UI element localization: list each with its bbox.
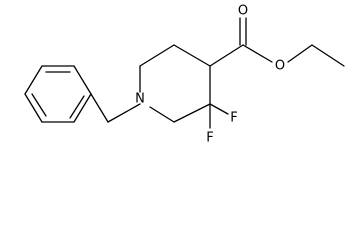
bond-ar-inner-2 [69, 95, 85, 119]
benzene-ring [24, 65, 92, 123]
atom-label-carbonyl-oxygen: O [238, 4, 248, 19]
bond-o-ch2 [287, 44, 313, 63]
bond-c6-n [149, 106, 175, 123]
bond-c5-f-upper [209, 103, 229, 115]
bond-ar-5 [24, 93, 43, 123]
bond-c4-carbonyl [209, 44, 244, 67]
bond-ar-2 [73, 65, 92, 95]
atom-label-ester-oxygen: O [275, 59, 285, 74]
bond-ar-3 [73, 93, 92, 123]
bond-c5-c6 [173, 103, 211, 123]
bond-ar-inner-3 [31, 93, 47, 117]
bond-ar-6 [24, 65, 43, 95]
bond-c-o-single [242, 44, 273, 63]
piperidine-ring [139, 44, 211, 123]
atom-label-nitrogen: N [135, 92, 145, 107]
atom-label-fluorine-upper: F [230, 111, 237, 126]
ethyl-1-benzyl-3-3-difluoropiperidine-4-carboxylate-structure: N O O F F [24, 4, 345, 146]
bond-ch2-ch3 [311, 44, 345, 67]
bond-ring-to-ch2 [90, 93, 109, 123]
bond-c3-c4 [173, 44, 211, 67]
bond-ch2-to-n [107, 103, 141, 123]
bond-c2-c3 [139, 44, 175, 67]
atom-label-fluorine-lower: F [206, 131, 213, 146]
